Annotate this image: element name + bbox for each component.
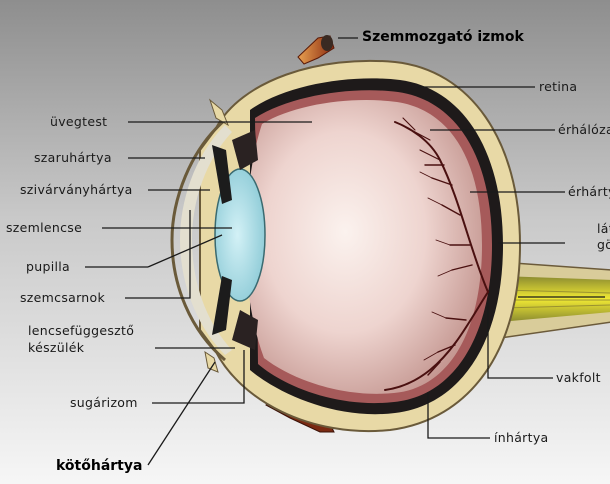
- vitreous-body: [246, 100, 482, 394]
- label-retina: retina: [539, 80, 577, 94]
- label-blind-spot: vakfolt: [556, 371, 601, 385]
- label-iris: szivárványhártya: [20, 183, 133, 197]
- label-pupil: pupilla: [26, 260, 70, 274]
- label-muscles: Szemmozgató izmok: [362, 30, 524, 44]
- label-lens: szemlencse: [6, 221, 82, 235]
- label-ciliary-muscle: sugárizom: [70, 396, 138, 410]
- label-sclera: ínhártya: [494, 431, 548, 445]
- label-choroid: érhártya: [568, 185, 610, 199]
- label-anterior-chamber: szemcsarnok: [20, 291, 105, 305]
- label-conjunctiva: kötőhártya: [56, 459, 142, 473]
- label-vitreous: üvegtest: [50, 115, 107, 129]
- label-macula-line2: gödör: [597, 238, 610, 252]
- label-macula-line1: látó: [597, 222, 610, 236]
- eye-muscle-top: [298, 35, 334, 64]
- label-zonule-line2: készülék: [28, 341, 84, 355]
- label-zonule-line1: lencsefüggesztő: [28, 324, 134, 338]
- label-cornea: szaruhártya: [34, 151, 112, 165]
- label-choroid-network: érhálózat: [558, 123, 610, 137]
